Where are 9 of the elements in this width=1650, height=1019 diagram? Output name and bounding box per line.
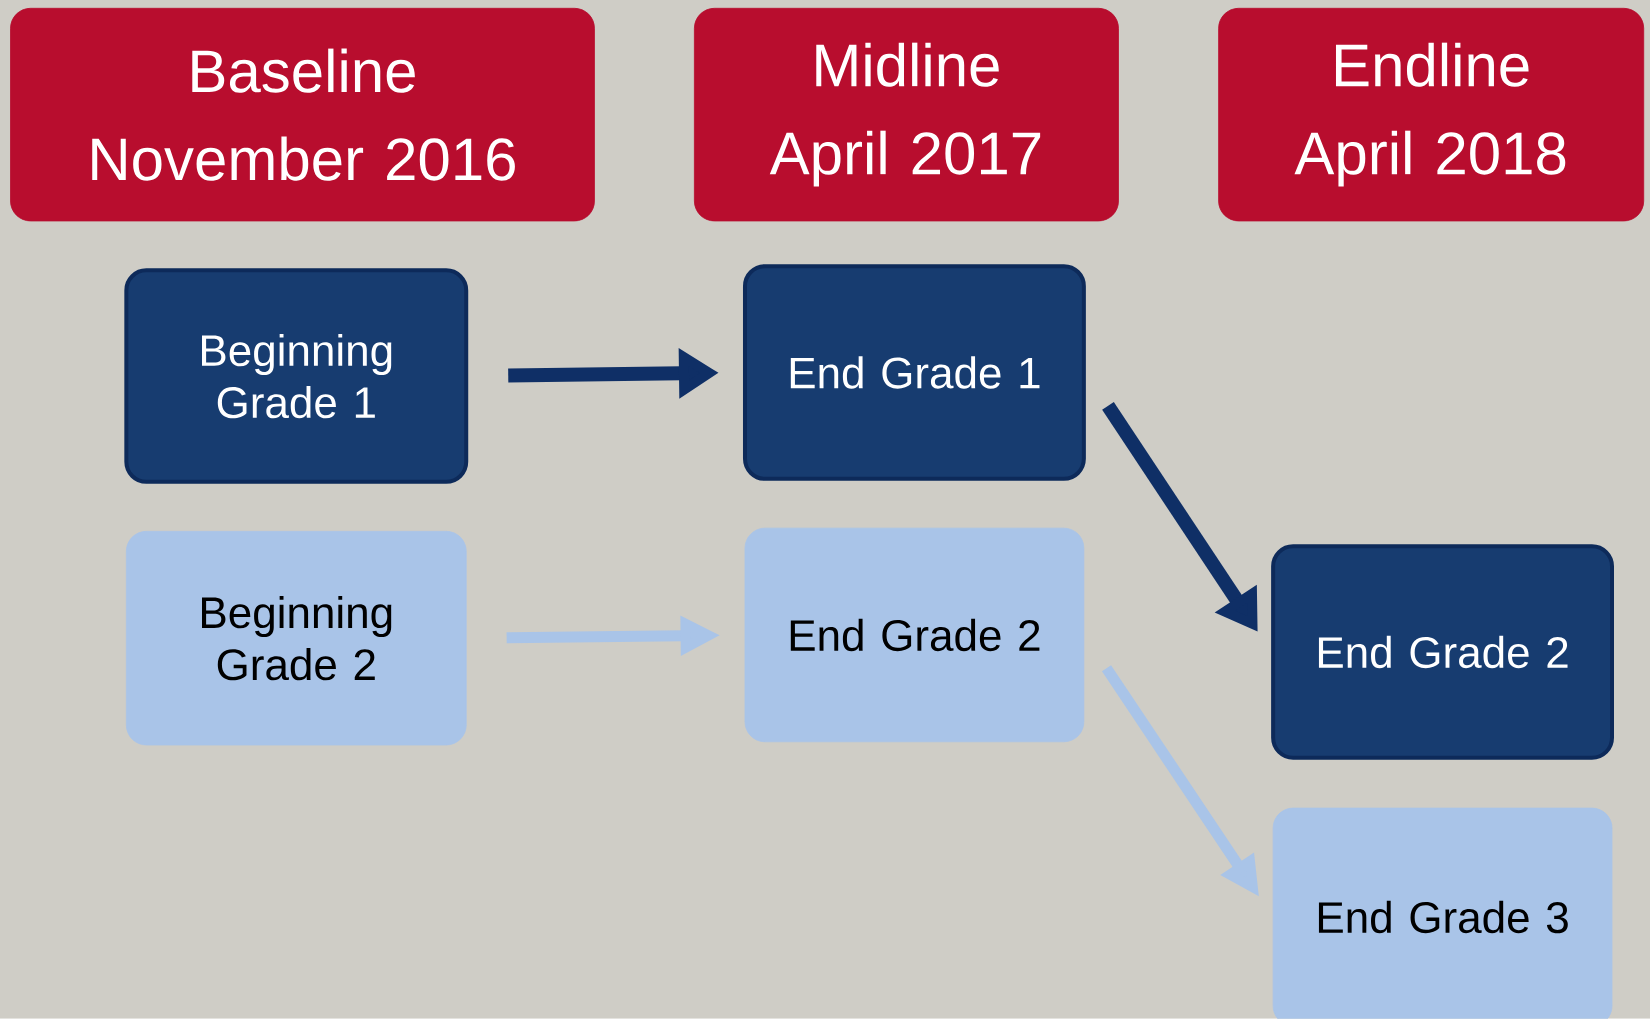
grade-box: Beginning Grade 2 — [125, 531, 467, 746]
grade-box: End Grade 1 — [743, 264, 1086, 481]
grade-box: Beginning Grade 1 — [124, 268, 469, 484]
grade-box: End Grade 2 — [1271, 544, 1614, 760]
grade-box: End Grade 3 — [1272, 807, 1613, 1019]
phase-header: Midline April 2017 — [694, 8, 1119, 222]
phase-header: Baseline November 2016 — [10, 8, 595, 222]
grade-box: End Grade 2 — [744, 527, 1085, 743]
phase-header: Endline April 2018 — [1218, 8, 1645, 222]
